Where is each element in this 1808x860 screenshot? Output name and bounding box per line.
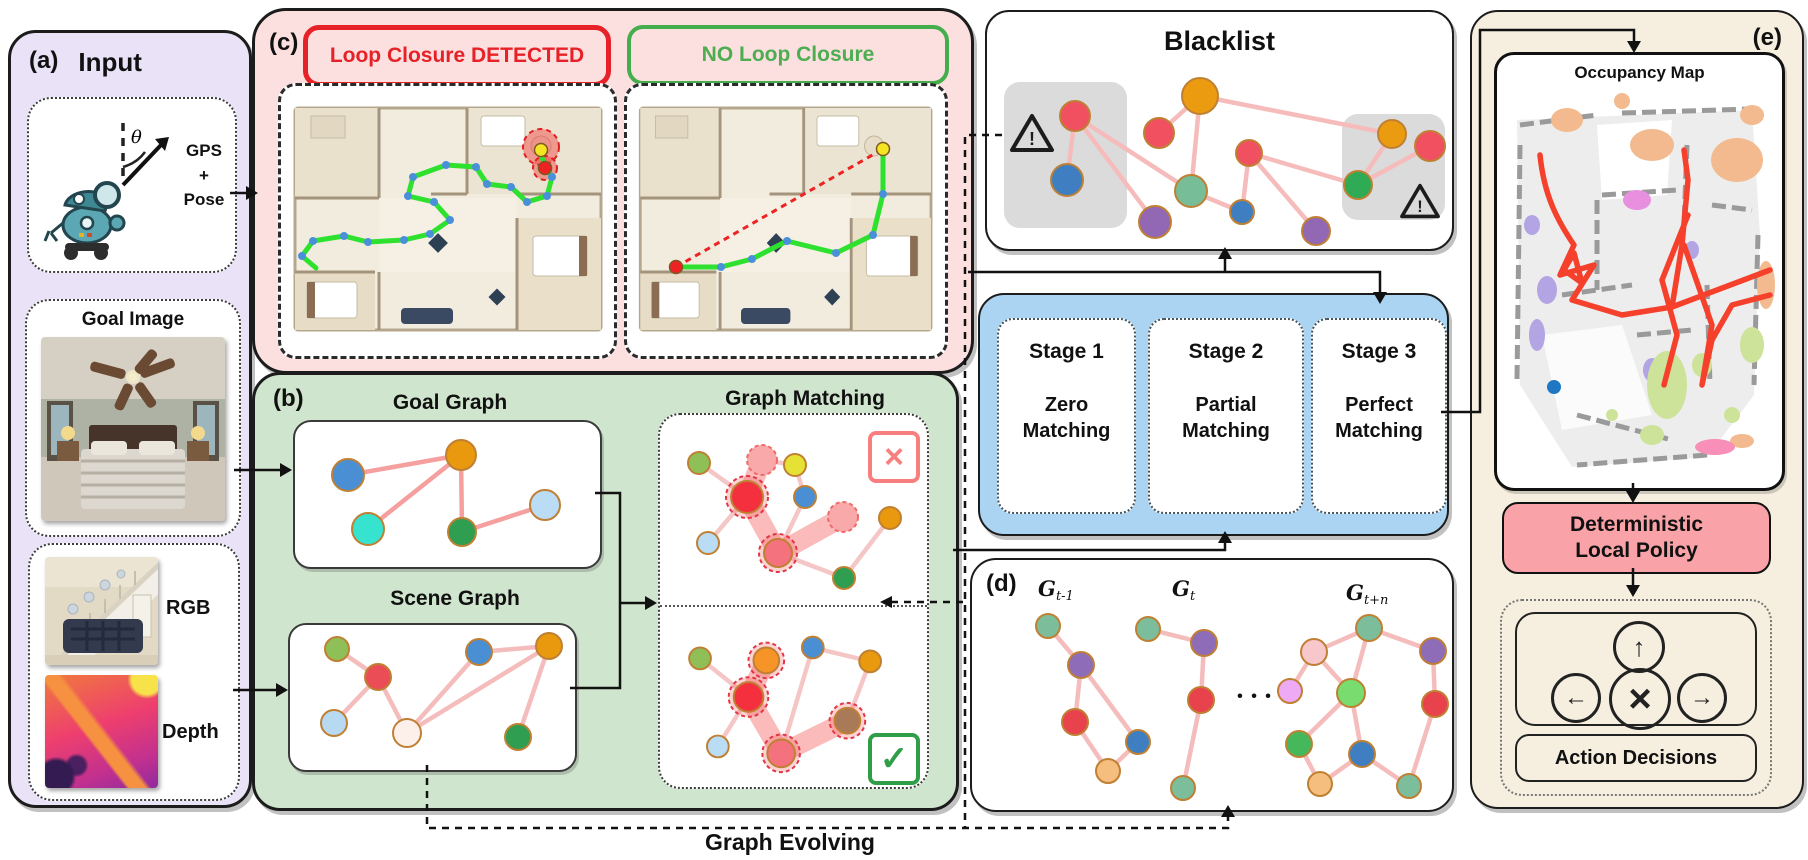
goal-graph-canvas [331, 439, 561, 547]
evolution-ellipsis: • • • [1237, 688, 1273, 705]
stage-3-title: Stage 3 [1341, 340, 1417, 363]
gps-label: GPS [186, 141, 222, 160]
action-decisions-label: Action Decisions [1554, 746, 1718, 769]
action-section: ↑ ← × → Action Decisions [1500, 599, 1772, 796]
gps-pose-box: θ GPS + Pose [27, 97, 237, 273]
theta-label: θ [131, 127, 142, 148]
occupancy-map-box: Occupancy Map [1494, 52, 1785, 491]
goal-graph-title: Goal Graph [392, 391, 508, 414]
scene-graph-canvas [320, 632, 563, 751]
depth-label: Depth [162, 721, 219, 743]
trajectory-no-loop [668, 141, 891, 275]
panel-e-tag: (e) [1752, 24, 1782, 51]
graph-label-t: Gt [1172, 576, 1196, 605]
rgb-label: RGB [166, 597, 211, 619]
depth-photo [45, 675, 158, 788]
goal-graph-box [293, 420, 602, 569]
policy-line-2: Local Policy [1575, 539, 1698, 562]
match-pass-icon: ✓ [868, 733, 920, 785]
panel-a-title: Input [78, 47, 142, 77]
local-policy-box: Deterministic Local Policy [1502, 502, 1771, 574]
svg-text:!: ! [1417, 198, 1422, 216]
matching-divider [660, 605, 927, 607]
scene-graph-box [288, 623, 577, 772]
blacklist-title: Blacklist [1163, 26, 1276, 56]
action-left-button: ← [1551, 673, 1601, 723]
stage-1-line1: Zero [1044, 394, 1089, 416]
occupancy-map-art [1514, 93, 1775, 468]
graph-matching-title: Graph Matching [725, 387, 885, 410]
loop-detected-badge: Loop Closure DETECTED [303, 25, 611, 87]
output-panel: (e) Occupancy Map [1470, 10, 1804, 809]
graph-evolving-label: Graph Evolving [705, 829, 875, 855]
scene-graph-title: Scene Graph [390, 587, 520, 610]
stage-2-line2: Matching [1182, 420, 1270, 442]
action-pad-box: ↑ ← × → [1515, 612, 1757, 730]
action-up-button: ↑ [1613, 621, 1665, 673]
svg-text:!: ! [1029, 129, 1035, 149]
graph-label-t-minus-1: Gt-1 [1038, 576, 1074, 605]
stage-1-line2: Matching [1022, 420, 1111, 442]
blacklist-panel: Blacklist ! ! [985, 10, 1454, 251]
goal-image-label: Goal Image [81, 309, 185, 330]
action-decisions-box: Action Decisions [1515, 734, 1757, 782]
graph-matching-box: × ✓ [658, 413, 929, 789]
gps-plus: + [199, 165, 209, 185]
panel-b-tag: (b) [273, 385, 304, 412]
rgb-depth-box: RGB Depth [28, 543, 240, 801]
floorplan-detected [293, 106, 603, 332]
action-stop-button: × [1609, 668, 1671, 730]
goal-image-photo [41, 337, 225, 521]
match-fail-icon: × [868, 431, 920, 483]
evolution-graph-3 [1277, 614, 1449, 799]
goal-image-box: Goal Image [25, 299, 241, 537]
stage-2-title: Stage 2 [1188, 340, 1264, 363]
no-loop-badge: NO Loop Closure [627, 25, 949, 85]
floorplan-no-loop [638, 106, 933, 332]
match-fail-canvas [687, 444, 902, 590]
blacklist-graph-canvas [1050, 77, 1446, 246]
stage-3-box: Stage 3 Perfect Matching [1311, 318, 1447, 514]
pose-label: Pose [183, 190, 225, 210]
robot-pose-illustration: θ [43, 123, 169, 260]
input-panel: (a) Input θ [8, 30, 252, 808]
stage-2-box: Stage 2 Partial Matching [1148, 318, 1304, 514]
panel-a-tag: (a) [29, 47, 59, 74]
arrow-right-icon: → [1690, 684, 1714, 711]
occupancy-map-title: Occupancy Map [1574, 63, 1705, 82]
trajectory-loop [298, 128, 560, 271]
loop-map-none [624, 83, 948, 359]
action-right-button: → [1677, 673, 1727, 723]
rgb-photo [45, 557, 158, 665]
graph-evolution-panel: (d) Gt-1 Gt Gt+n • • • [970, 558, 1454, 812]
warning-icon: ! [1010, 114, 1054, 152]
stage-3-line2: Matching [1335, 420, 1423, 442]
loop-map-detected [278, 83, 617, 359]
stage-1-title: Stage 1 [1029, 340, 1104, 363]
arrow-up-icon: ↑ [1632, 631, 1646, 662]
loop-closure-panel: (c) Loop Closure DETECTED NO Loop Closur… [252, 8, 974, 374]
graph-label-t-plus-n: Gt+n [1346, 580, 1389, 609]
stage-3-line1: Perfect [1345, 394, 1413, 416]
cross-icon: × [1628, 676, 1652, 721]
panel-c-tag: (c) [269, 29, 299, 56]
stage-2-line1: Partial [1195, 394, 1257, 416]
warning-icon: ! [1400, 183, 1440, 219]
stage-1-box: Stage 1 Zero Matching [997, 318, 1136, 514]
policy-line-1: Deterministic [1569, 512, 1704, 536]
graph-panel: (b) Goal Graph Scene Graph Graph Matchin… [252, 372, 959, 811]
stages-panel: Stage 1 Zero Matching Stage 2 Partial Ma… [978, 293, 1449, 536]
robot-position-dot [1547, 380, 1561, 394]
arrow-left-icon: ← [1564, 684, 1588, 711]
